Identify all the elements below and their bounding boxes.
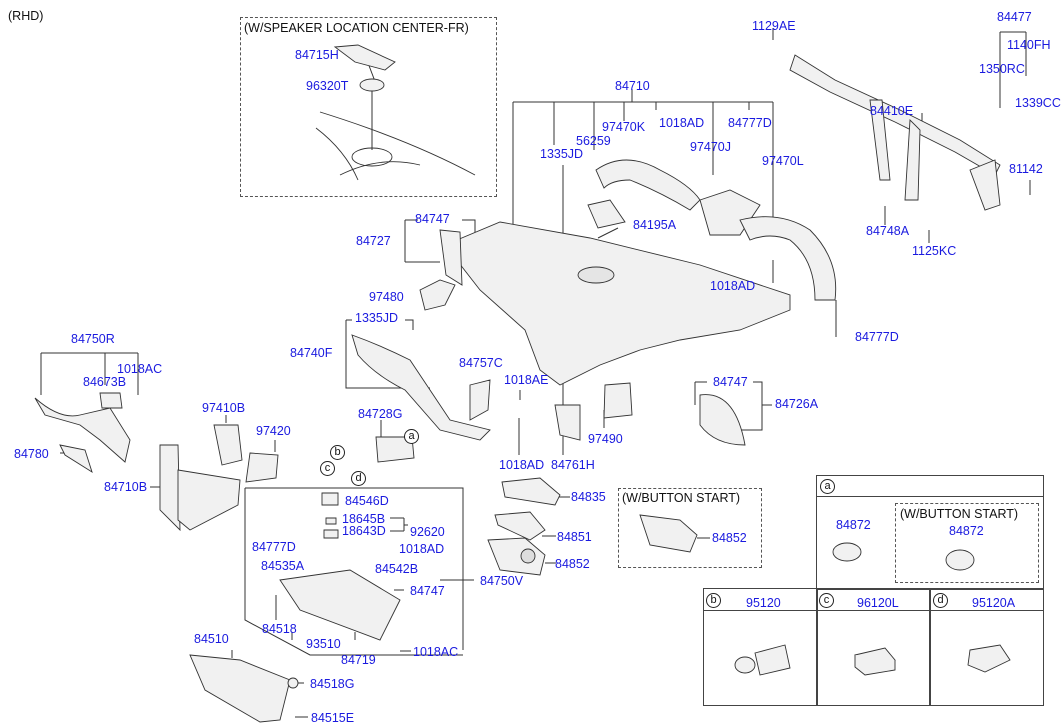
part-label-84510[interactable]: 84510 <box>194 632 229 646</box>
part-label-84750V[interactable]: 84750V <box>480 574 524 588</box>
part-label-84852[interactable]: 84852 <box>555 557 590 571</box>
part-label-84872[interactable]: 84872 <box>949 524 984 538</box>
table-d <box>929 588 1044 706</box>
part-label-56259[interactable]: 56259 <box>576 134 611 148</box>
part-label-1018AD[interactable]: 1018AD <box>399 542 445 556</box>
part-label-84477[interactable]: 84477 <box>997 10 1032 24</box>
part-label-84777D[interactable]: 84777D <box>728 116 772 130</box>
part-label-1335JD[interactable]: 1335JD <box>540 147 584 161</box>
part-label-84747[interactable]: 84747 <box>713 375 748 389</box>
part-label-84740F[interactable]: 84740F <box>290 346 333 360</box>
callout-a[interactable]: a <box>404 429 419 444</box>
part-label-84719[interactable]: 84719 <box>341 653 376 667</box>
part-label-84515E[interactable]: 84515E <box>311 711 355 725</box>
part-label-84835[interactable]: 84835 <box>571 490 606 504</box>
part-label-84710B[interactable]: 84710B <box>104 480 148 494</box>
part-label-97420[interactable]: 97420 <box>256 424 291 438</box>
part-label-84535A[interactable]: 84535A <box>261 559 305 573</box>
part-label-84710[interactable]: 84710 <box>615 79 650 93</box>
speaker-inset-caption: (W/SPEAKER LOCATION CENTER-FR) <box>244 21 469 35</box>
part-label-97470L[interactable]: 97470L <box>762 154 804 168</box>
table-a-button-start-caption: (W/BUTTON START) <box>900 507 1019 521</box>
part-label-1129AE[interactable]: 1129AE <box>752 19 796 33</box>
table-a-key: a <box>820 479 835 494</box>
button-start-caption: (W/BUTTON START) <box>622 491 741 505</box>
part-label-18645B[interactable]: 18645B <box>342 512 386 526</box>
part-label-84748A[interactable]: 84748A <box>866 224 910 238</box>
part-label-1018AE[interactable]: 1018AE <box>504 373 549 387</box>
callout-b[interactable]: b <box>330 445 345 460</box>
button-start-inset <box>618 488 762 568</box>
part-label-1125KC[interactable]: 1125KC <box>912 244 957 258</box>
part-label-84747[interactable]: 84747 <box>410 584 445 598</box>
part-label-1018AD[interactable]: 1018AD <box>499 458 545 472</box>
part-label-1350RC[interactable]: 1350RC <box>979 62 1025 76</box>
part-label-84542B[interactable]: 84542B <box>375 562 419 576</box>
part-label-1018AD[interactable]: 1018AD <box>710 279 756 293</box>
part-label-1018AC[interactable]: 1018AC <box>117 362 163 376</box>
part-label-84852[interactable]: 84852 <box>712 531 747 545</box>
speaker-inset <box>240 17 497 197</box>
part-label-81142[interactable]: 81142 <box>1009 162 1043 176</box>
part-label-92620[interactable]: 92620 <box>410 525 445 539</box>
part-label-97470J[interactable]: 97470J <box>690 140 732 154</box>
callout-c[interactable]: c <box>320 461 335 476</box>
part-label-84518G[interactable]: 84518G <box>310 677 355 691</box>
part-label-95120A[interactable]: 95120A <box>972 596 1016 610</box>
part-label-1335JD[interactable]: 1335JD <box>355 311 399 325</box>
part-label-84728G[interactable]: 84728G <box>358 407 403 421</box>
table-c-key: c <box>819 593 834 608</box>
table-a-divider <box>816 496 1043 497</box>
part-label-84546D[interactable]: 84546D <box>345 494 389 508</box>
table-d-key: d <box>933 593 948 608</box>
part-label-97470K[interactable]: 97470K <box>602 120 646 134</box>
part-label-93510[interactable]: 93510 <box>306 637 341 651</box>
part-label-84673B[interactable]: 84673B <box>83 375 127 389</box>
part-label-84727[interactable]: 84727 <box>356 234 391 248</box>
table-b-key: b <box>706 593 721 608</box>
part-label-84777D[interactable]: 84777D <box>252 540 296 554</box>
part-label-84726A[interactable]: 84726A <box>775 397 819 411</box>
part-label-84715H[interactable]: 84715H <box>295 48 339 62</box>
part-label-84851[interactable]: 84851 <box>557 530 592 544</box>
callout-d[interactable]: d <box>351 471 366 486</box>
part-label-1018AC[interactable]: 1018AC <box>413 645 459 659</box>
part-label-97490[interactable]: 97490 <box>588 432 623 446</box>
tables-header-divider <box>703 610 1043 611</box>
rhd-note: (RHD) <box>8 9 44 23</box>
part-label-84195A[interactable]: 84195A <box>633 218 677 232</box>
part-label-96320T[interactable]: 96320T <box>306 79 349 93</box>
part-label-97480[interactable]: 97480 <box>369 290 404 304</box>
part-label-96120L[interactable]: 96120L <box>857 596 899 610</box>
part-label-18643D[interactable]: 18643D <box>342 524 386 538</box>
part-label-84872[interactable]: 84872 <box>836 518 871 532</box>
part-label-1018AD[interactable]: 1018AD <box>659 116 705 130</box>
part-label-97410B[interactable]: 97410B <box>202 401 246 415</box>
part-label-84777D[interactable]: 84777D <box>855 330 899 344</box>
part-label-84410E[interactable]: 84410E <box>870 104 914 118</box>
table-b <box>703 588 818 706</box>
part-label-1140FH[interactable]: 1140FH <box>1007 38 1051 52</box>
table-a-button-start-inset <box>895 503 1039 583</box>
part-label-95120[interactable]: 95120 <box>746 596 781 610</box>
part-label-84761H[interactable]: 84761H <box>551 458 595 472</box>
part-label-84757C[interactable]: 84757C <box>459 356 503 370</box>
part-label-1339CC[interactable]: 1339CC <box>1015 96 1061 110</box>
part-label-84780[interactable]: 84780 <box>14 447 49 461</box>
table-c <box>816 588 931 706</box>
part-label-84747[interactable]: 84747 <box>415 212 450 226</box>
part-label-84518[interactable]: 84518 <box>262 622 297 636</box>
part-label-84750R[interactable]: 84750R <box>71 332 115 346</box>
